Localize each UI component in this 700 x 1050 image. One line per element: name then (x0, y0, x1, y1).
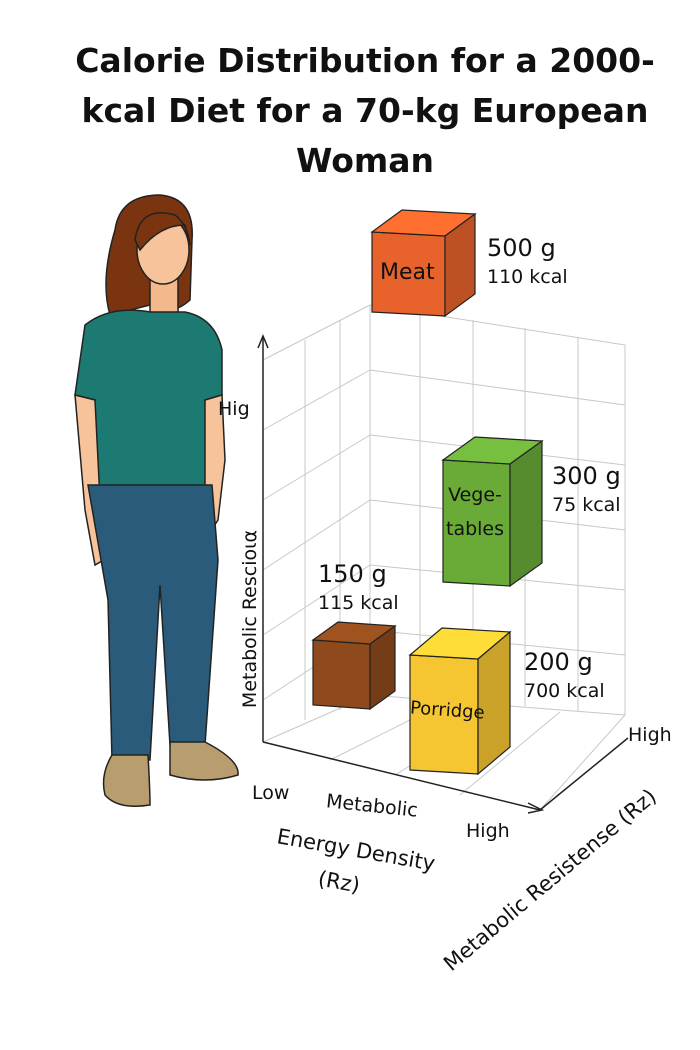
cubes (311, 209, 544, 776)
brown-item-kcal: 115 kcal (318, 592, 399, 614)
y-axis-label: Metabolic Rescioια (239, 529, 261, 709)
vegetables-label-line-1: Vege- (448, 484, 502, 506)
meat-kcal: 110 kcal (487, 266, 568, 288)
title-line-2: kcal Diet for a 70-kg European (81, 91, 649, 130)
vegetables-label-line-2: tables (446, 518, 505, 540)
vegetables-cube-side (509, 439, 543, 588)
porridge-kcal: 700 kcal (524, 680, 605, 702)
y-tick-high: Hig (218, 398, 250, 420)
meat-cube-label: Meat (380, 260, 435, 285)
x-tick-high: High (466, 820, 510, 842)
porridge-cube-side (477, 630, 511, 776)
y-axis-arrow-icon (257, 334, 269, 349)
title-line-3: Woman (295, 141, 435, 180)
x-tick-low: Low (252, 782, 290, 804)
z-tick-high: High (628, 724, 672, 746)
title-line-1: Calorie Distribution for a 2000- (75, 41, 655, 80)
brown-item-cube-side (369, 624, 396, 711)
z-axis (539, 737, 629, 811)
vegetables-cube-label: Vege- tables (446, 478, 504, 546)
vegetables-kcal: 75 kcal (552, 494, 621, 516)
brown-item-cube-front (312, 639, 371, 710)
vegetables-weight: 300 g (552, 462, 621, 490)
x-axis (262, 741, 541, 811)
meat-weight: 500 g (487, 234, 556, 262)
chart-title: Calorie Distribution for a 2000- kcal Di… (40, 36, 690, 186)
chart-axes (257, 334, 629, 814)
woman-illustration (74, 194, 239, 807)
meat-cube-side (444, 212, 476, 318)
brown-item-weight: 150 g (318, 560, 387, 588)
x-axis-arrow-icon (527, 802, 545, 814)
porridge-weight: 200 g (524, 648, 593, 676)
